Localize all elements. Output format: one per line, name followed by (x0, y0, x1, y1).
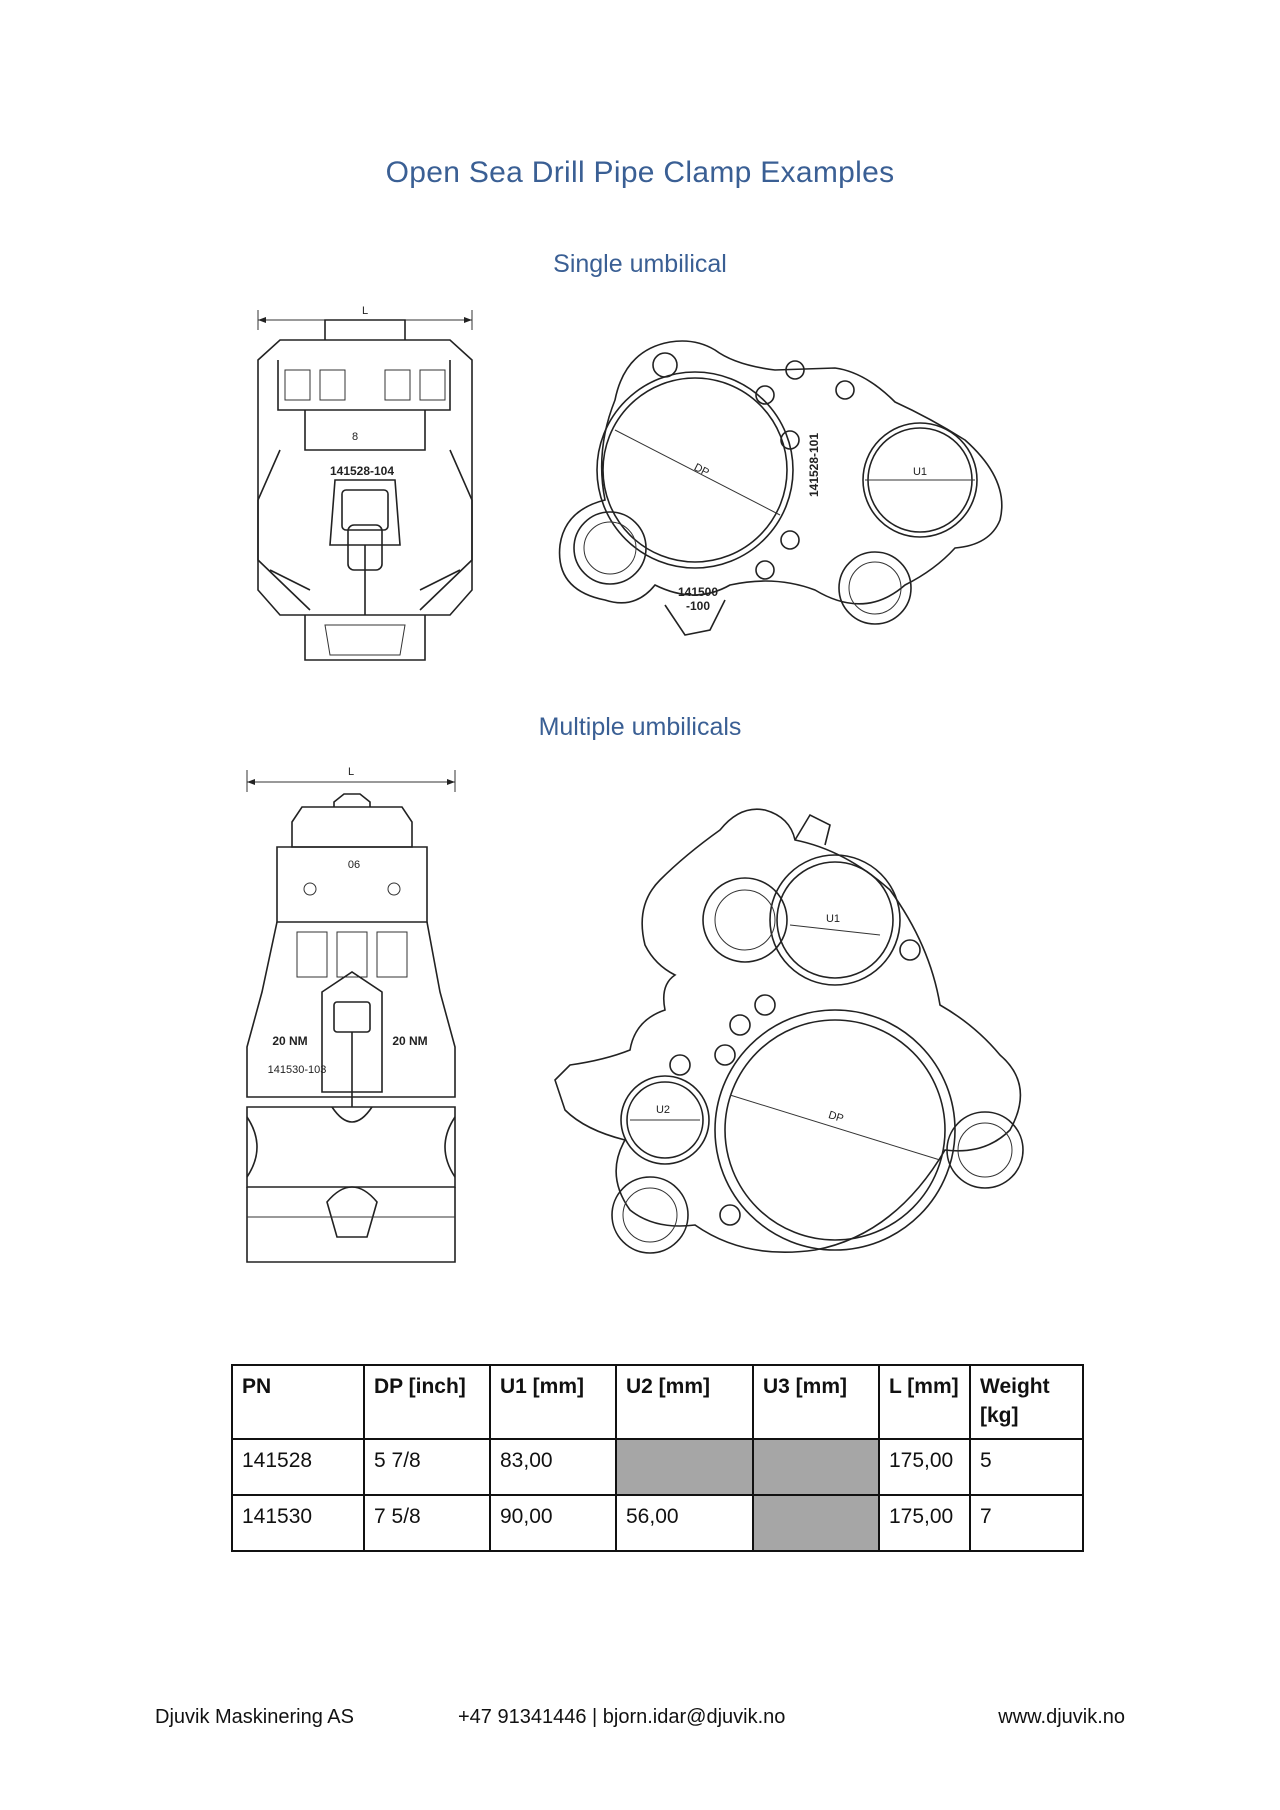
single-side-part-label: 141528-104 (330, 464, 394, 478)
single-front-u1-label: U1 (913, 466, 927, 478)
single-front-part-label-3: -100 (686, 599, 710, 613)
footer-contact: +47 91341446 | bjorn.idar@djuvik.no (458, 1706, 786, 1728)
multiple-side-torque-right: 20 NM (392, 1034, 427, 1048)
header-l: L [mm] (878, 1364, 971, 1440)
header-u1: U1 [mm] (489, 1364, 617, 1440)
table-cell: 7 5/8 (363, 1494, 491, 1552)
table-row: 141530 7 5/8 90,00 56,00 175,00 7 (231, 1494, 1084, 1552)
table-row: 141528 5 7/8 83,00 175,00 5 (231, 1438, 1084, 1496)
spec-table: PN DP [inch] U1 [mm] U2 [mm] U3 [mm] L [… (231, 1364, 1084, 1552)
single-umbilical-heading: Single umbilical (553, 250, 727, 278)
single-side-dim-label: L (362, 305, 368, 317)
multiple-front-dp-label: DP (827, 1109, 845, 1125)
multiple-umbilicals-heading: Multiple umbilicals (538, 713, 742, 741)
table-cell: 141530 (231, 1494, 365, 1552)
table-cell: 175,00 (878, 1438, 971, 1496)
single-side-marking: 8 (352, 431, 358, 443)
table-cell: 175,00 (878, 1494, 971, 1552)
page-title: Open Sea Drill Pipe Clamp Examples (385, 156, 895, 189)
table-cell: 141528 (231, 1438, 365, 1496)
header-pn: PN (231, 1364, 365, 1440)
multiple-clamp-front-view: U1 U2 DP (554, 808, 1024, 1254)
table-cell: 56,00 (615, 1494, 754, 1552)
multiple-front-u2-label: U2 (656, 1104, 670, 1116)
multiple-side-part-label: 141530-103 (268, 1064, 327, 1076)
multiple-clamp-side-view: L 06 20 NM 20 NM 141530-103 (246, 766, 456, 1263)
header-u2: U2 [mm] (615, 1364, 754, 1440)
table-cell: 90,00 (489, 1494, 617, 1552)
header-weight: Weight [kg] (969, 1364, 1084, 1440)
single-front-dp-label: DP (692, 462, 711, 480)
table-header-row: PN DP [inch] U1 [mm] U2 [mm] U3 [mm] L [… (231, 1364, 1084, 1440)
header-dp: DP [inch] (363, 1364, 491, 1440)
table-cell-empty (615, 1438, 754, 1496)
table-cell-empty (752, 1438, 880, 1496)
single-clamp-side-view: L 8 141528-104 (257, 305, 473, 661)
table-cell: 5 (969, 1438, 1084, 1496)
multiple-side-marking: 06 (348, 859, 360, 871)
table-cell: 5 7/8 (363, 1438, 491, 1496)
single-clamp-front-view: DP U1 141528-101 141500 -100 (558, 340, 1003, 636)
table-cell: 83,00 (489, 1438, 617, 1496)
single-front-part-label: 141528-101 (807, 433, 821, 497)
footer-company: Djuvik Maskinering AS (155, 1706, 354, 1728)
header-u3: U3 [mm] (752, 1364, 880, 1440)
multiple-side-torque-left: 20 NM (272, 1034, 307, 1048)
single-front-part-label-2: 141500 (678, 585, 718, 599)
table-cell: 7 (969, 1494, 1084, 1552)
multiple-side-dim-label: L (348, 766, 354, 778)
footer-website: www.djuvik.no (998, 1706, 1125, 1728)
multiple-front-u1-label: U1 (826, 913, 840, 925)
table-cell-empty (752, 1494, 880, 1552)
